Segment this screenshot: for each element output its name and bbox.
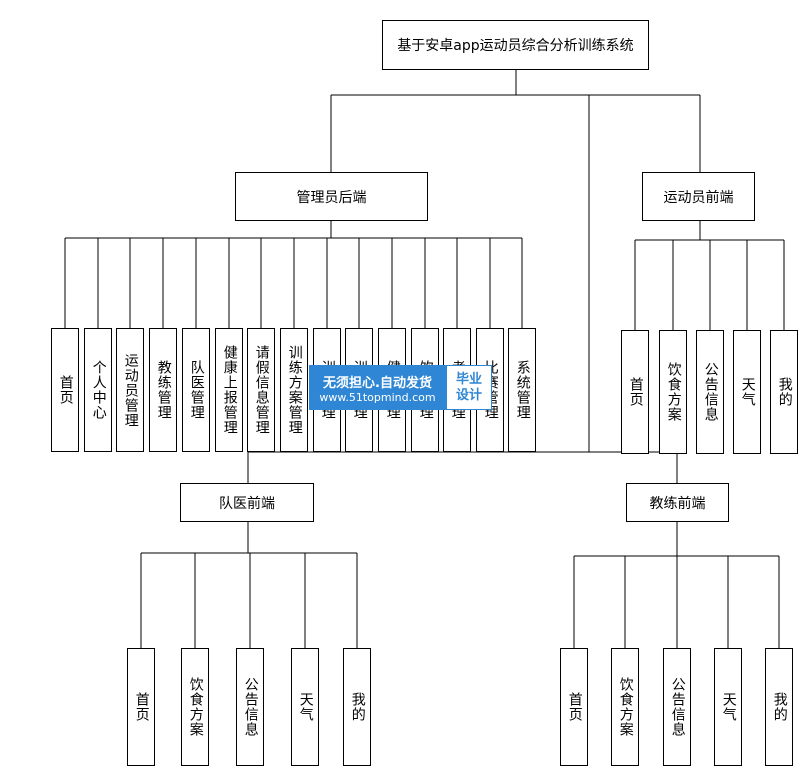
admin-item-athlete-management: 运动员管理 bbox=[116, 328, 144, 452]
watermark-slogan: 无须担心.自动发货 bbox=[323, 375, 432, 391]
admin-item-health-report-management: 健康上报管理 bbox=[215, 328, 243, 452]
coach-item-label: 天气 bbox=[720, 692, 737, 722]
coach-item-mine: 我的 bbox=[765, 648, 793, 766]
doctor-item-label: 饮食方案 bbox=[187, 677, 204, 737]
watermark-badge: 毕业 设计 bbox=[446, 365, 492, 410]
athlete-frontend-label: 运动员前端 bbox=[663, 189, 734, 206]
admin-item-label: 运动员管理 bbox=[122, 352, 139, 428]
admin-item-label: 请假信息管理 bbox=[253, 345, 270, 435]
admin-backend-label: 管理员后端 bbox=[296, 189, 367, 206]
doctor-item-label: 公告信息 bbox=[242, 677, 259, 737]
athlete-item-label: 饮食方案 bbox=[665, 362, 682, 422]
coach-item-label: 饮食方案 bbox=[617, 677, 634, 737]
coach-item-label: 首页 bbox=[566, 692, 583, 722]
coach-frontend-label: 教练前端 bbox=[649, 495, 706, 512]
athlete-item-diet-plan: 饮食方案 bbox=[659, 330, 687, 454]
admin-item-label: 训练方案管理 bbox=[286, 345, 303, 435]
doctor-frontend-node: 队医前端 bbox=[180, 483, 314, 522]
doctor-item-label: 我的 bbox=[349, 692, 366, 722]
athlete-item-announcement: 公告信息 bbox=[696, 330, 724, 454]
doctor-item-weather: 天气 bbox=[291, 648, 319, 766]
admin-backend-node: 管理员后端 bbox=[235, 172, 428, 221]
athlete-item-label: 天气 bbox=[739, 377, 756, 407]
athlete-item-label: 公告信息 bbox=[702, 362, 719, 422]
coach-frontend-node: 教练前端 bbox=[626, 483, 729, 522]
admin-item-label: 健康上报管理 bbox=[221, 345, 238, 435]
doctor-frontend-label: 队医前端 bbox=[219, 495, 275, 512]
athlete-item-label: 我的 bbox=[776, 377, 793, 407]
admin-item-doctor-management: 队医管理 bbox=[182, 328, 210, 452]
doctor-item-announcement: 公告信息 bbox=[236, 648, 264, 766]
doctor-item-home: 首页 bbox=[127, 648, 155, 766]
admin-item-label: 系统管理 bbox=[514, 360, 531, 420]
doctor-item-label: 首页 bbox=[133, 692, 150, 722]
coach-item-label: 公告信息 bbox=[669, 677, 686, 737]
admin-item-home: 首页 bbox=[51, 328, 79, 452]
doctor-item-diet-plan: 饮食方案 bbox=[181, 648, 209, 766]
admin-item-personal-center: 个人中心 bbox=[84, 328, 112, 452]
admin-item-label: 个人中心 bbox=[90, 360, 107, 420]
athlete-item-home: 首页 bbox=[621, 330, 649, 454]
admin-item-label: 队医管理 bbox=[188, 360, 205, 420]
coach-item-label: 我的 bbox=[771, 692, 788, 722]
athlete-item-weather: 天气 bbox=[733, 330, 761, 454]
admin-item-leave-info-management: 请假信息管理 bbox=[247, 328, 275, 452]
athlete-item-mine: 我的 bbox=[770, 330, 798, 454]
watermark-badge-bottom: 设计 bbox=[455, 387, 482, 403]
doctor-item-mine: 我的 bbox=[343, 648, 371, 766]
athlete-frontend-node: 运动员前端 bbox=[642, 172, 755, 221]
admin-item-label: 教练管理 bbox=[155, 360, 172, 420]
watermark-banner: 无须担心.自动发货 www.51topmind.com 毕业 设计 bbox=[309, 365, 492, 410]
coach-item-diet-plan: 饮食方案 bbox=[611, 648, 639, 766]
admin-item-coach-management: 教练管理 bbox=[149, 328, 177, 452]
admin-item-training-plan-management: 训练方案管理 bbox=[280, 328, 308, 452]
admin-item-label: 首页 bbox=[57, 375, 74, 405]
root-label: 基于安卓app运动员综合分析训练系统 bbox=[397, 38, 634, 54]
watermark-badge-top: 毕业 bbox=[455, 371, 482, 387]
watermark-url: www.51topmind.com bbox=[319, 390, 436, 404]
coach-item-home: 首页 bbox=[560, 648, 588, 766]
watermark-text-group: 无须担心.自动发货 www.51topmind.com bbox=[309, 365, 446, 410]
doctor-item-label: 天气 bbox=[297, 692, 314, 722]
athlete-item-label: 首页 bbox=[627, 377, 644, 407]
coach-item-weather: 天气 bbox=[714, 648, 742, 766]
coach-item-announcement: 公告信息 bbox=[663, 648, 691, 766]
root-node: 基于安卓app运动员综合分析训练系统 bbox=[382, 20, 649, 70]
admin-item-system-management: 系统管理 bbox=[508, 328, 536, 452]
